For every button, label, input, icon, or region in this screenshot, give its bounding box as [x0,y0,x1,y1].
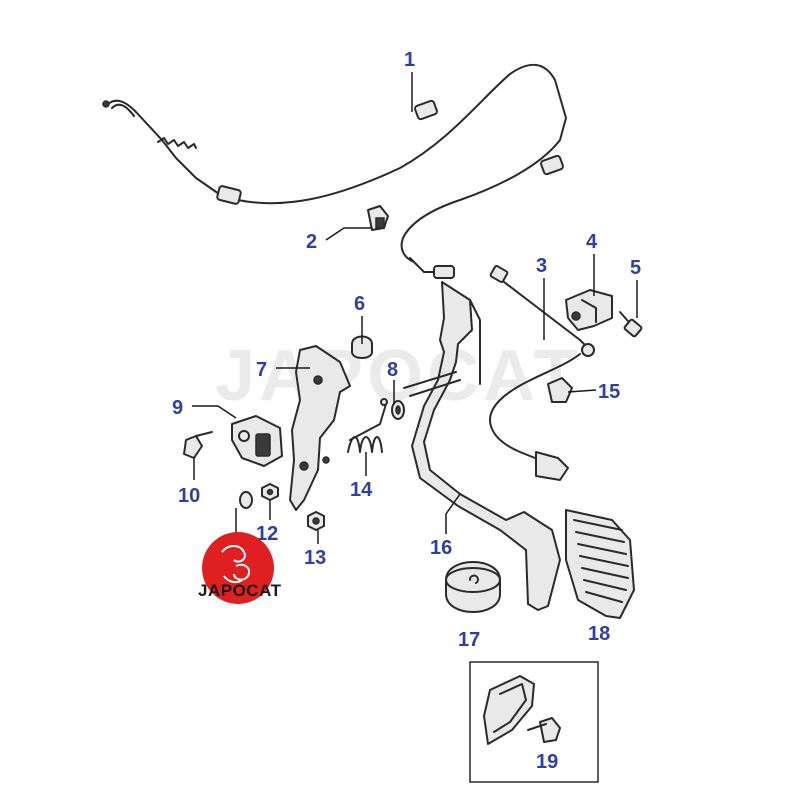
part-13-nut [307,511,325,531]
part-5-bolt [619,311,643,338]
part-18-pedal-pad [565,509,635,619]
callout-14: 14 [350,479,373,501]
callout-7: 7 [256,359,267,381]
part-16-pedal-arm [403,281,561,611]
callout-8: 8 [387,359,398,381]
japocat-logo: JAPOCAT [198,532,282,604]
logo-text: JAPOCAT [198,581,282,600]
callout-3: 3 [536,255,547,277]
callout-4: 4 [586,231,598,253]
callout-2: 2 [306,231,317,253]
callout-9: 9 [172,397,183,419]
inset-detail [469,661,599,783]
callout-1: 1 [404,49,415,71]
part-15-clip [547,377,573,403]
part-4-bracket [565,289,613,331]
part-8-washer [391,400,405,420]
logo-badge [202,532,274,604]
part-12-nut [261,483,279,501]
callout-15: 15 [598,381,620,403]
callout-18: 18 [588,623,610,645]
part-3-rod [489,265,595,357]
callout-6: 6 [354,293,365,315]
part-11-washer [239,491,253,509]
part-9-switch [231,415,283,467]
part-10-screw [183,431,213,459]
release-cable [489,353,581,481]
callout-19: 19 [536,751,558,773]
callout-13: 13 [304,547,326,569]
part-1-cable [102,64,567,279]
callout-12: 12 [256,523,278,545]
leader-lines [192,72,638,544]
callout-5: 5 [630,257,641,279]
cable-spring [157,137,197,149]
part-17-stopper [445,561,501,613]
callout-10: 10 [178,485,200,507]
part-14-spring [347,398,388,453]
callout-labels: 1 2 3 4 5 6 7 8 9 10 12 13 14 15 16 17 1… [172,49,641,773]
part-6-cap [351,335,373,359]
part-7-bracket-plate [289,345,351,511]
callout-17: 17 [458,629,480,651]
callout-16: 16 [430,537,452,559]
part-2-clip [367,205,389,231]
